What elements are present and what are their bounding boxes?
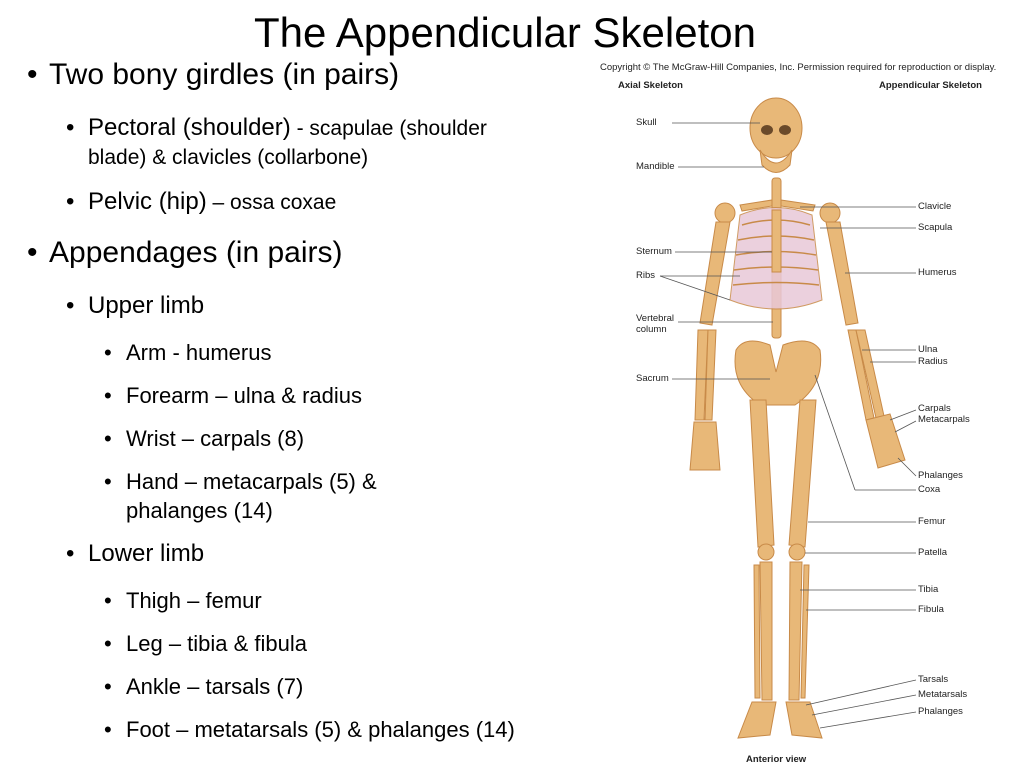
label-skull: Skull (636, 117, 657, 128)
shoulder-right (819, 202, 841, 224)
label-mandible: Mandible (636, 161, 675, 172)
radius-left (704, 329, 717, 421)
label-patella: Patella (918, 547, 948, 558)
label-sacrum: Sacrum (636, 373, 669, 384)
label-femur: Femur (918, 516, 946, 527)
fibula-left (753, 564, 761, 699)
label-ulna: Ulna (918, 344, 938, 355)
figure-caption: Anterior view (746, 754, 807, 765)
tibia-right (788, 561, 803, 701)
label-phalanges-hand: Phalanges (918, 470, 963, 481)
foot-right (785, 701, 823, 739)
eye-socket-left (761, 125, 773, 135)
bullet-hand: •Hand – metacarpals (5) & (104, 469, 377, 494)
hand-left (689, 421, 721, 471)
bullet-leg: •Leg – tibia & fibula (104, 631, 308, 656)
label-phalanges-foot: Phalanges (918, 706, 963, 717)
label-metatarsals: Metatarsals (918, 689, 968, 700)
copyright-notice: Copyright © The McGraw-Hill Companies, I… (600, 62, 997, 73)
bullet-pelvic: •Pelvic (hip) – ossa coxae (66, 188, 337, 215)
bullet-upper-limb: •Upper limb (66, 292, 205, 319)
bullet-wrist: •Wrist – carpals (8) (104, 426, 305, 451)
bullet-appendages: •Appendages (in pairs) (27, 236, 343, 269)
foot-left (737, 701, 777, 739)
bullet-pectoral-cont: blade) & clavicles (collarbone) (88, 146, 369, 169)
label-coxa: Coxa (918, 484, 941, 495)
humerus-right (825, 221, 859, 326)
fibula-right (800, 564, 810, 699)
tibia-left (759, 561, 773, 701)
bullet-lower-limb: •Lower limb (66, 540, 205, 567)
clavicle-left (739, 199, 773, 212)
label-column: column (636, 324, 667, 335)
label-sternum: Sternum (636, 246, 672, 257)
femur-right (788, 399, 817, 548)
mandible (759, 149, 793, 173)
appendicular-header: Appendicular Skeleton (879, 80, 982, 91)
label-scapula: Scapula (918, 222, 953, 233)
label-tibia: Tibia (918, 584, 939, 595)
clavicle-right (780, 199, 816, 212)
shoulder-left (714, 202, 736, 224)
bullet-forearm: •Forearm – ulna & radius (104, 383, 362, 408)
label-carpals: Carpals (918, 403, 951, 414)
bullet-girdles: •Two bony girdles (in pairs) (27, 58, 400, 91)
label-clavicle: Clavicle (918, 201, 952, 212)
ulna-left (694, 329, 709, 421)
patella-left (757, 543, 775, 561)
slide-title: The Appendicular Skeleton (253, 9, 756, 56)
patella-right (788, 543, 806, 561)
humerus-left (699, 221, 731, 326)
axial-header: Axial Skeleton (618, 80, 683, 91)
skull (749, 97, 803, 159)
label-ribs: Ribs (636, 270, 656, 281)
label-tarsals: Tarsals (918, 674, 949, 685)
label-vertebral: Vertebral (636, 313, 675, 324)
label-radius: Radius (918, 356, 948, 367)
pelvis (734, 340, 822, 406)
bullet-pectoral: •Pectoral (shoulder) - scapulae (shoulde… (66, 114, 487, 141)
femur-left (749, 399, 775, 548)
bullet-ankle: •Ankle – tarsals (7) (104, 674, 304, 699)
bullet-hand-cont: phalanges (14) (126, 498, 273, 523)
bullet-arm: •Arm - humerus (104, 340, 272, 365)
bullet-thigh: •Thigh – femur (104, 588, 262, 613)
sternum (771, 209, 782, 273)
label-metacarpals: Metacarpals (918, 414, 970, 425)
label-humerus: Humerus (918, 267, 957, 278)
eye-socket-right (779, 125, 791, 135)
bullet-foot: •Foot – metatarsals (5) & phalanges (14) (104, 717, 515, 742)
label-fibula: Fibula (918, 604, 944, 615)
hand-right (865, 413, 906, 469)
